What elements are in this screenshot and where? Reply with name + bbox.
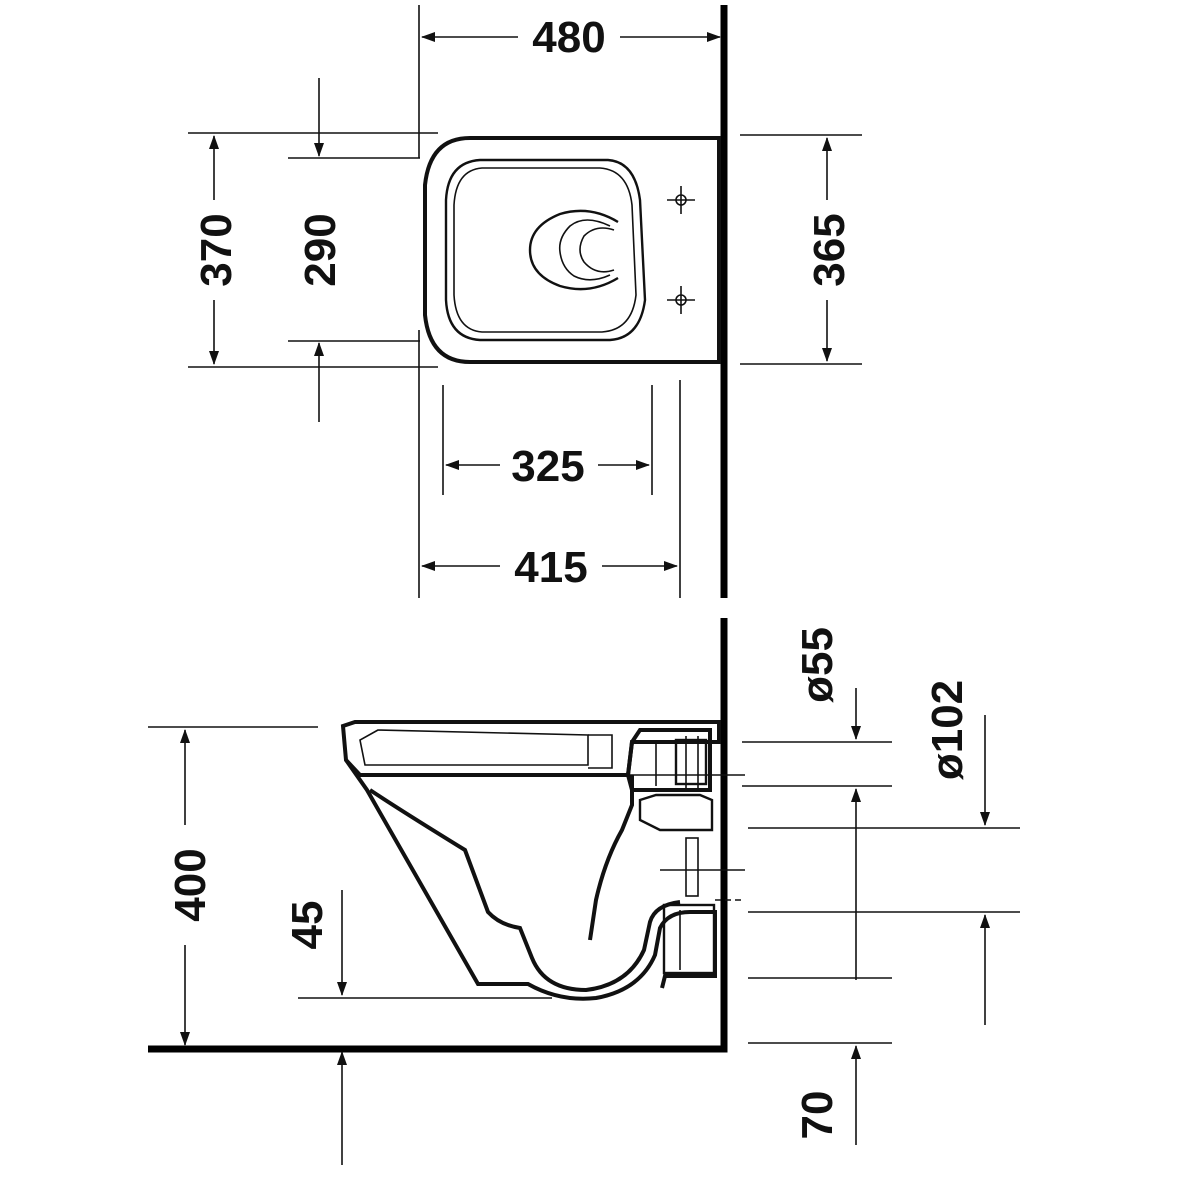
dim-370-label: 370 — [192, 213, 241, 286]
side-lower-fixing — [662, 903, 716, 975]
side-bowl-outer — [344, 758, 717, 1001]
side-bowl-inner — [368, 788, 681, 993]
side-seat-gap — [588, 734, 613, 769]
side-flange-pipe — [674, 738, 708, 786]
dim-55-label: ø55 — [793, 627, 842, 703]
side-bowl-trap — [588, 775, 634, 941]
side-bolt — [685, 837, 699, 897]
plan-outlet-inner — [558, 219, 611, 281]
fixing-point-bottom — [667, 286, 695, 314]
dim-70-label: 70 — [793, 1091, 842, 1140]
side-view: 400 45 ø55 ø102 70 — [148, 618, 1020, 1165]
plan-bowl-outline — [423, 136, 721, 364]
plan-outlet-inner-2 — [579, 227, 615, 273]
dim-365-label: 365 — [805, 213, 854, 286]
side-bowl-trap-inner — [638, 793, 714, 832]
dim-290-label: 290 — [296, 213, 345, 286]
dim-415-label: 415 — [514, 543, 587, 592]
dim-400-label: 400 — [166, 848, 215, 921]
side-wall-line — [148, 618, 728, 1053]
plan-bowl-inner — [444, 158, 647, 342]
plan-bowl-inner-2 — [453, 167, 637, 333]
side-seat-lid — [359, 729, 589, 766]
dim-102-label: ø102 — [923, 680, 972, 780]
dim-325-label: 325 — [511, 442, 584, 491]
plan-outlet — [528, 209, 619, 291]
dim-480-label: 480 — [532, 13, 605, 62]
plan-view: 480 370 290 365 325 415 — [188, 5, 862, 598]
dim-45-label: 45 — [283, 901, 332, 950]
fixing-point-top — [667, 186, 695, 214]
